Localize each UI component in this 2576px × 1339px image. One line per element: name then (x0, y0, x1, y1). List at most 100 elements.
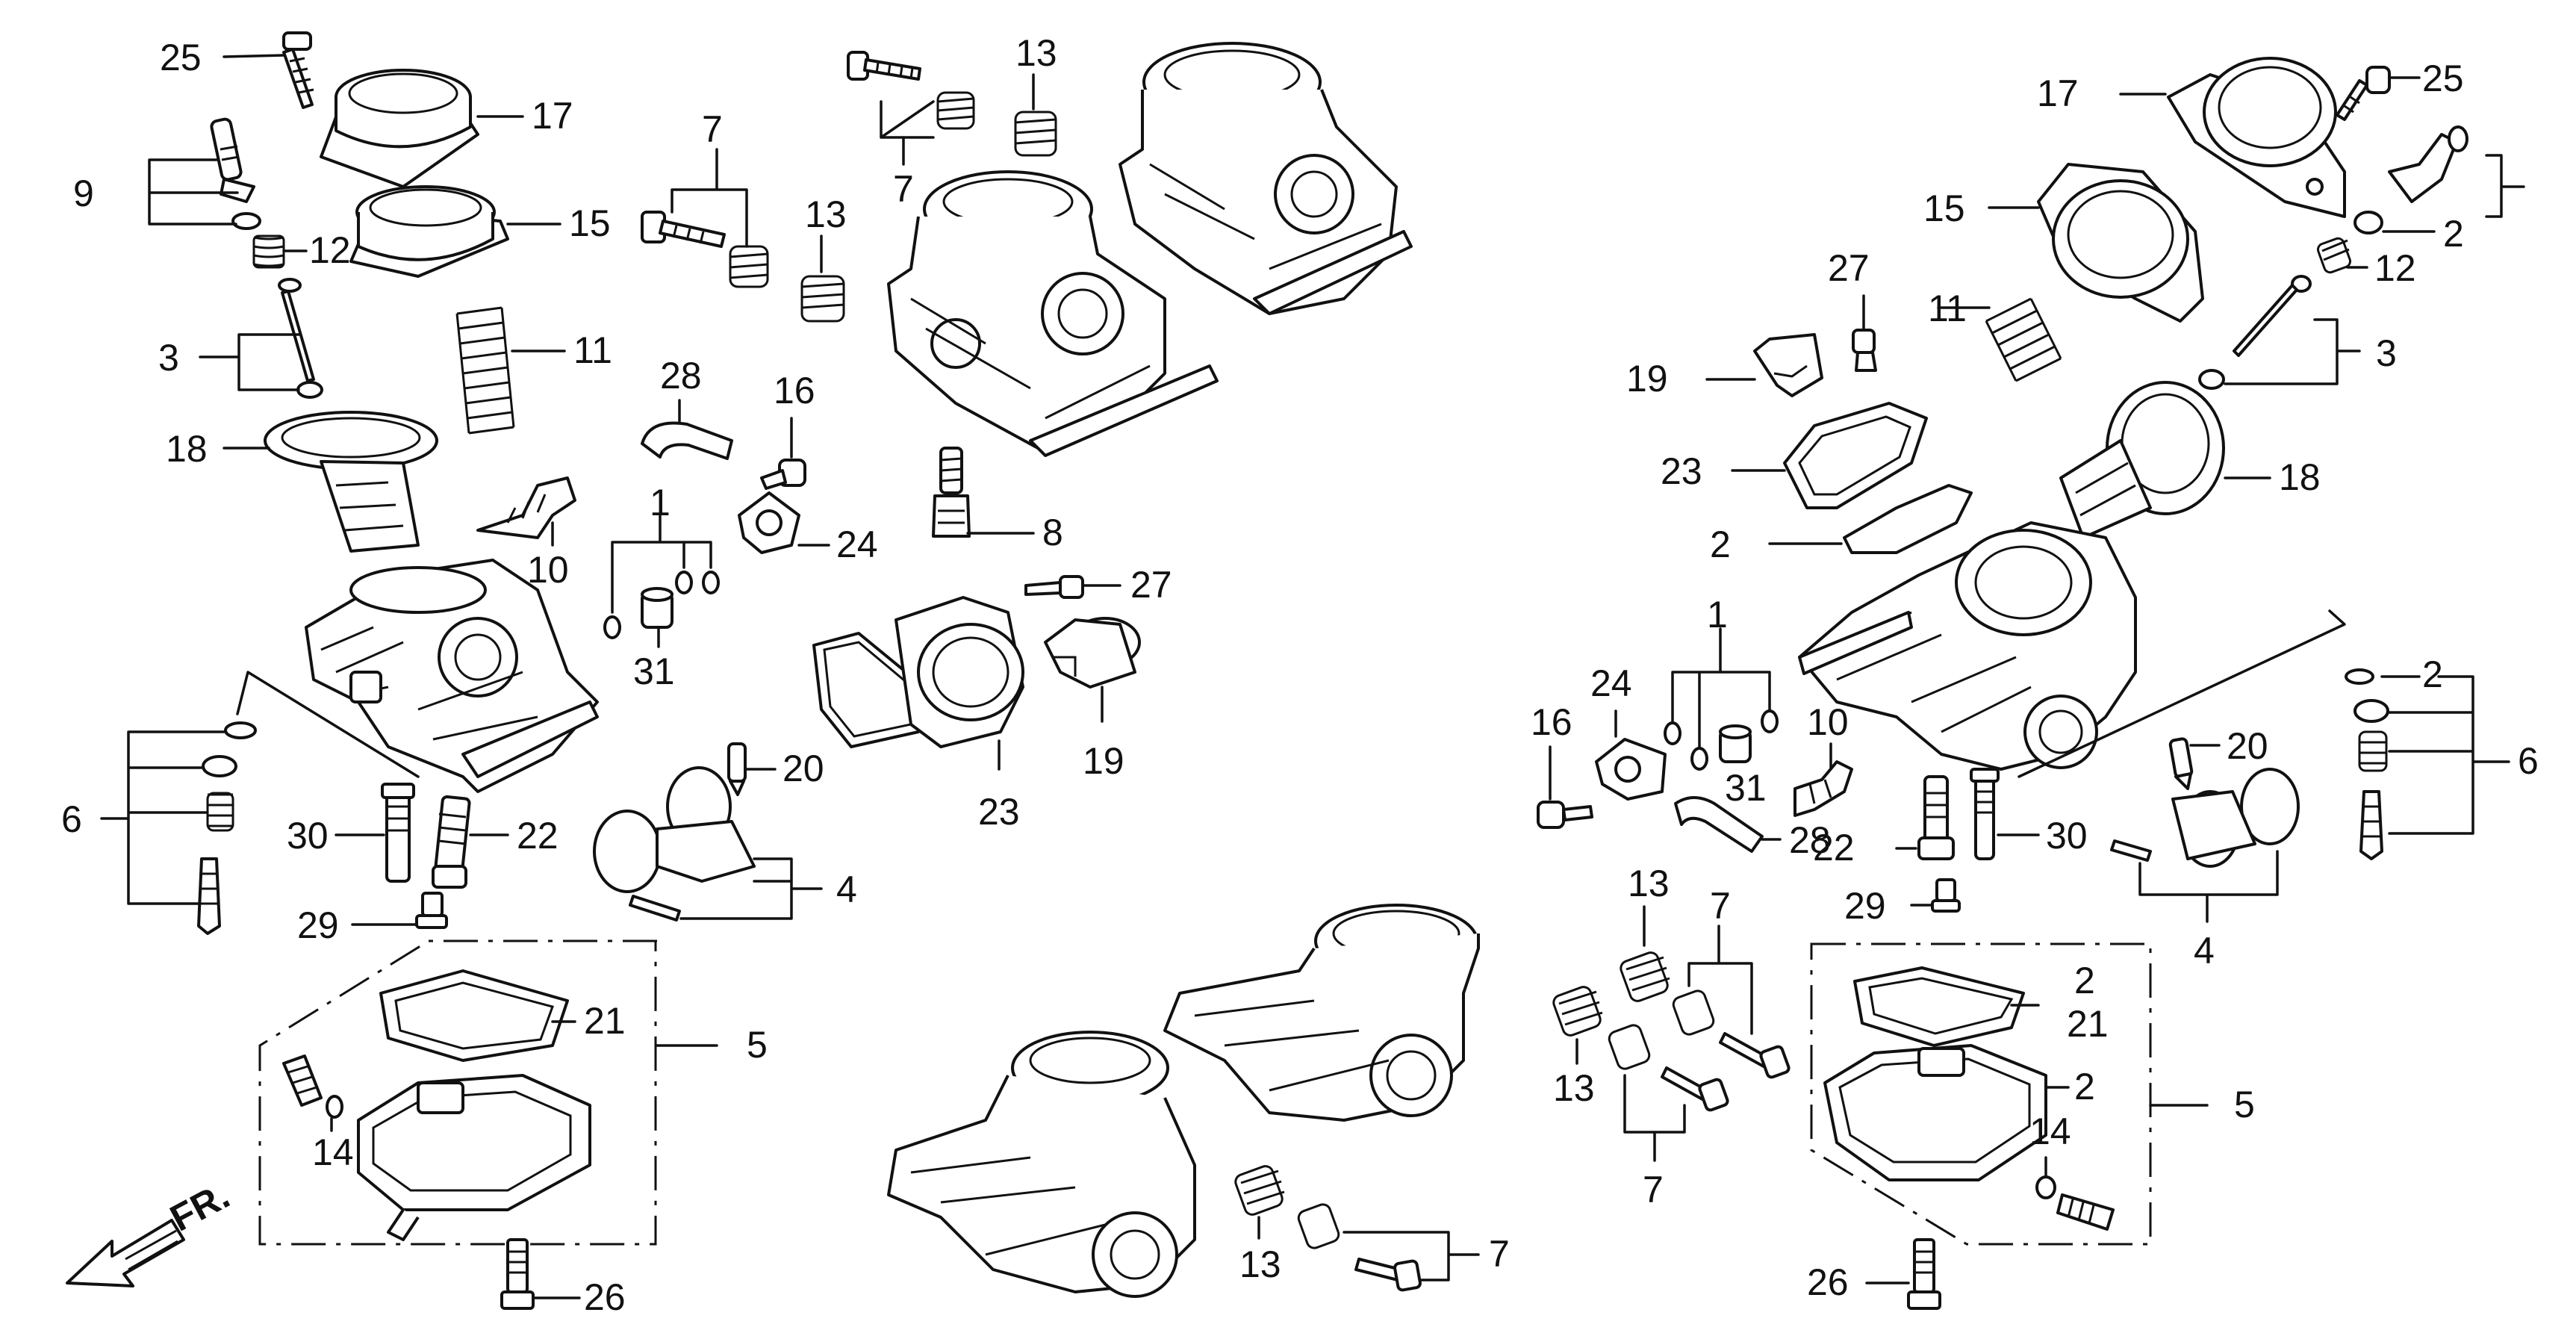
part-15-chamber-cover-left (349, 185, 509, 278)
part-19-cover-right (1753, 333, 1823, 397)
part-3-jet-needle-right (2198, 275, 2312, 390)
callout-27-right: 27 (1828, 247, 1870, 289)
callout-25-right: 25 (2422, 58, 2464, 99)
part-13-spring-bottom-b (1552, 986, 1603, 1037)
part-13-spring-bottom-c (1234, 1165, 1285, 1216)
callout-16-right: 16 (1531, 701, 1572, 743)
callout-7a: 7 (893, 168, 914, 210)
callout-5-right: 5 (2234, 1084, 2255, 1125)
part-6-screw-set-right (2345, 668, 2389, 860)
part-17-top-cover-right (2167, 57, 2346, 218)
part-26-screw-right (1907, 1238, 1941, 1310)
part-21-gasket-left (379, 969, 569, 1062)
callout-21: 21 (584, 1000, 626, 1042)
callout-3-right: 3 (2376, 332, 2397, 374)
callout-29: 29 (297, 904, 339, 946)
part-5-float-bowl-left (357, 1074, 591, 1241)
callout-6: 6 (61, 798, 82, 840)
callout-7-bottom-a: 7 (1710, 885, 1731, 927)
callout-28: 28 (660, 355, 702, 397)
callout-13-bottom-a: 13 (1628, 863, 1670, 904)
part-24-bracket-mid (738, 491, 800, 554)
part-1-o-rings-mid (603, 571, 720, 639)
part-18-piston-diaphragm-left (264, 411, 438, 553)
part-7-screw-top-mid-a (847, 51, 921, 81)
part-25-screw-left (282, 31, 314, 109)
callout-22-right: 22 (1813, 827, 1855, 869)
callout-30: 30 (287, 815, 329, 857)
part-fitting-right (2353, 125, 2468, 234)
part-carburetor-body-right (1798, 521, 2137, 771)
part-21-gasket-right (1853, 966, 2025, 1047)
part-22-jet-holder-right (1917, 775, 1955, 860)
callout-10-right: 10 (1807, 701, 1849, 743)
part-11-spring-left (455, 306, 515, 435)
callout-31-right: 31 (1725, 767, 1767, 809)
part-29-screw-right (1931, 878, 1961, 913)
part-11-spring-right (1985, 297, 2062, 382)
callout-7-bottom-b: 7 (1643, 1169, 1664, 1211)
callout-3: 3 (158, 337, 179, 379)
callout-14-right: 14 (2029, 1110, 2071, 1152)
part-carburetor-body-left (305, 559, 599, 793)
front-direction-arrow (66, 1219, 185, 1287)
part-27-screw-mid (1024, 575, 1084, 599)
part-3-jet-needle-left (278, 278, 323, 399)
callout-7-bottom-c: 7 (1489, 1233, 1510, 1275)
callout-18: 18 (166, 428, 208, 470)
callout-28-right: 28 (1789, 819, 1831, 861)
part-20-jet-mid (727, 742, 747, 796)
part-28-hose-mid (641, 421, 733, 460)
callout-16: 16 (774, 370, 815, 411)
callout-1: 1 (650, 482, 671, 524)
callout-23-right: 23 (1661, 450, 1702, 492)
part-10-valve-right (1793, 760, 1853, 817)
callout-13b: 13 (805, 193, 847, 235)
part-7-screws-bottom-c (1297, 1203, 1422, 1292)
part-26-screw-left (500, 1238, 535, 1310)
callout-20-right: 20 (2227, 725, 2268, 767)
callout-8: 8 (1042, 512, 1063, 553)
part-23-cover-right (1783, 402, 1928, 509)
callout-15-right: 15 (1923, 187, 1965, 229)
callout-22: 22 (517, 815, 559, 857)
part-7-screw-mid-b (641, 211, 726, 248)
part-16-screw-right (1537, 801, 1593, 829)
callout-17-right: 17 (2037, 72, 2079, 114)
part-5-float-bowl-right (1823, 1044, 2047, 1181)
part-13-spring-mid-b (729, 245, 769, 288)
callout-23: 23 (978, 791, 1020, 833)
part-31-plug-right (1719, 724, 1752, 763)
callout-19: 19 (1083, 740, 1124, 782)
part-20-jet-right (2168, 737, 2194, 790)
part-9-fitting-left (210, 117, 261, 230)
part-15-chamber-cover-right (2037, 163, 2204, 323)
part-19-cover-mid (1044, 617, 1141, 689)
callout-29-right: 29 (1844, 885, 1886, 927)
callout-14: 14 (312, 1131, 354, 1173)
part-10-valve-left (476, 476, 576, 539)
callout-2b-right: 2 (1710, 524, 1731, 565)
part-30-jet-left (381, 783, 415, 883)
callout-13a: 13 (1015, 32, 1057, 74)
part-carburetor-body-lower-rear (1163, 904, 1480, 1122)
part-7-screws-bottom-a (1672, 990, 1791, 1079)
callout-9: 9 (73, 173, 94, 214)
callout-31: 31 (633, 650, 675, 692)
part-13-spring-top-mid-a (936, 91, 975, 130)
part-22-jet-holder-left (432, 795, 471, 889)
callout-20: 20 (783, 748, 824, 789)
part-25-screw-right (2336, 66, 2391, 121)
callout-1-right: 1 (1707, 594, 1728, 636)
callout-4: 4 (836, 869, 857, 910)
callout-15: 15 (569, 202, 611, 244)
part-29-screw-left (415, 892, 448, 929)
callout-25: 25 (160, 37, 202, 78)
part-6-screw-set-left (197, 721, 257, 935)
part-12-spring-left (252, 234, 285, 269)
part-27-screw-right (1852, 329, 1877, 372)
part-carburetor-body-upper-rear (1119, 42, 1413, 315)
part-12-spring-right (2316, 237, 2352, 274)
part-24-bracket-right (1595, 738, 1667, 801)
